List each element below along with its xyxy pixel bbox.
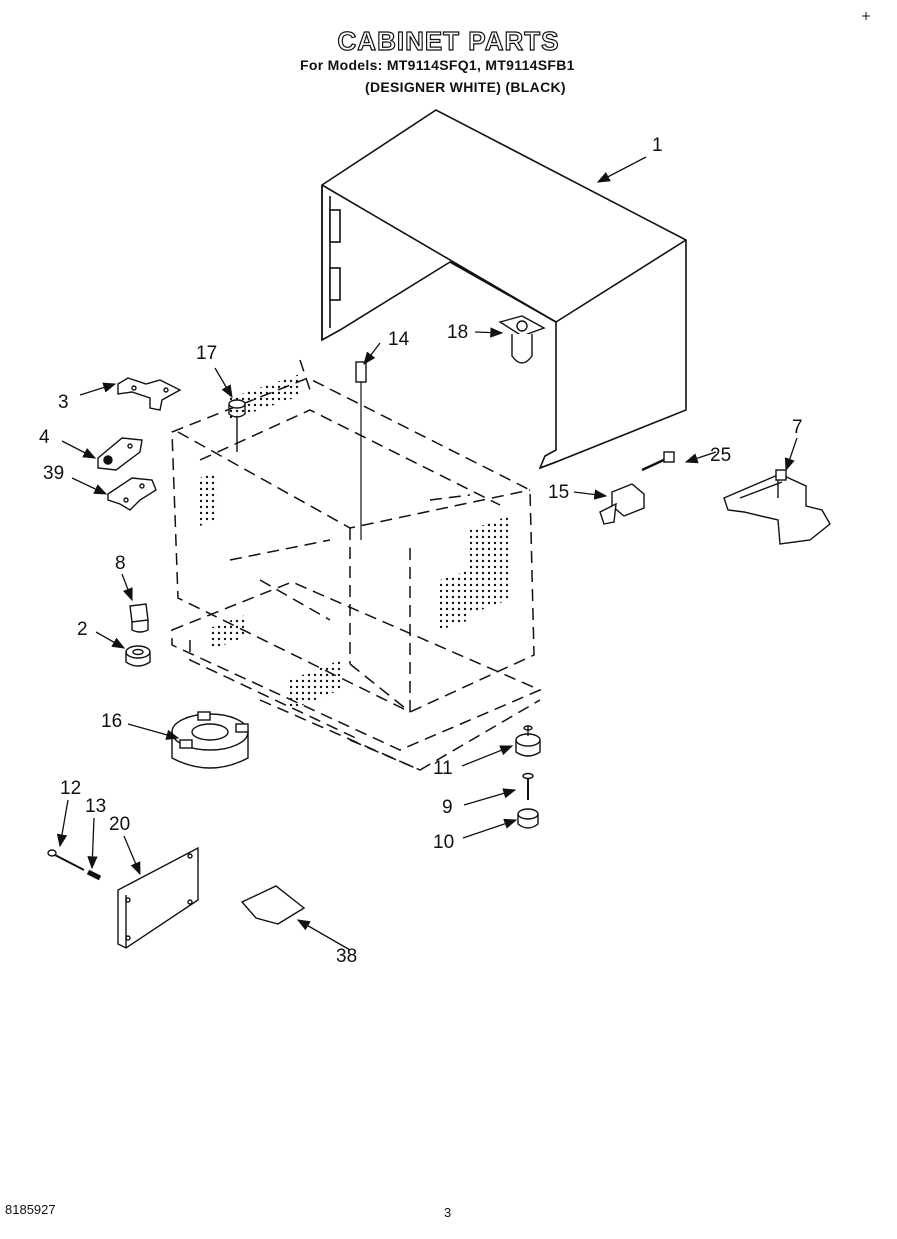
callout-14: 14 — [388, 329, 410, 350]
part-4-hinge-plate — [97, 437, 143, 471]
part-14-thermal-probe — [355, 361, 367, 540]
part-15-door-switch — [599, 483, 645, 525]
callout-4: 4 — [39, 427, 50, 448]
callout-16: 16 — [101, 711, 123, 732]
callout-2: 2 — [77, 619, 88, 640]
callout-20: 20 — [109, 814, 131, 835]
corner-mark — [862, 12, 870, 20]
callout-38: 38 — [336, 946, 358, 967]
page-number: 3 — [444, 1205, 452, 1220]
part-9-screw — [522, 772, 534, 800]
page-title: CABINET PARTS — [337, 25, 560, 56]
callout-3: 3 — [58, 392, 69, 413]
callout-11: 11 — [433, 758, 453, 779]
part-7-door-latch-bracket — [723, 469, 831, 545]
part-17-fuse — [228, 399, 246, 452]
part-20-rear-panel — [117, 846, 199, 949]
document-number: 8185927 — [5, 1202, 56, 1217]
callout-17: 17 — [196, 343, 218, 364]
callout-18: 18 — [447, 322, 469, 343]
part-8-screw-cap — [129, 603, 149, 633]
part-2-foot — [125, 645, 151, 667]
callout-10: 10 — [433, 832, 455, 853]
oven-chassis-dashed — [171, 359, 542, 771]
models-line: For Models: MT9114SFQ1, MT9114SFB1 — [300, 57, 575, 73]
part-11-rear-foot — [515, 725, 541, 757]
part-13-spacer — [86, 869, 102, 881]
callout-15: 15 — [548, 482, 570, 503]
part-3-bracket — [117, 377, 182, 411]
part-18-thermal-cutout — [498, 315, 546, 364]
part-16-stirrer-motor — [171, 711, 249, 769]
callout-8: 8 — [115, 553, 126, 574]
callout-1: 1 — [652, 135, 663, 156]
callout-39: 39 — [43, 463, 65, 484]
callout-7: 7 — [792, 417, 803, 438]
callout-leader-lines — [56, 156, 798, 951]
part-39-latch-plate — [107, 477, 157, 511]
variants-line: (DESIGNER WHITE) (BLACK) — [365, 79, 566, 95]
part-10-rubber-foot — [517, 808, 539, 829]
callout-25: 25 — [710, 445, 732, 466]
callout-12: 12 — [60, 778, 82, 799]
callout-9: 9 — [442, 797, 453, 818]
part-1-cabinet-wrapper — [321, 109, 687, 470]
part-25-screw — [641, 451, 675, 472]
chassis-vent-perforations — [200, 374, 508, 710]
part-38-insulation-pad — [240, 885, 306, 925]
callout-13: 13 — [85, 796, 107, 817]
part-12-screw — [47, 849, 85, 871]
